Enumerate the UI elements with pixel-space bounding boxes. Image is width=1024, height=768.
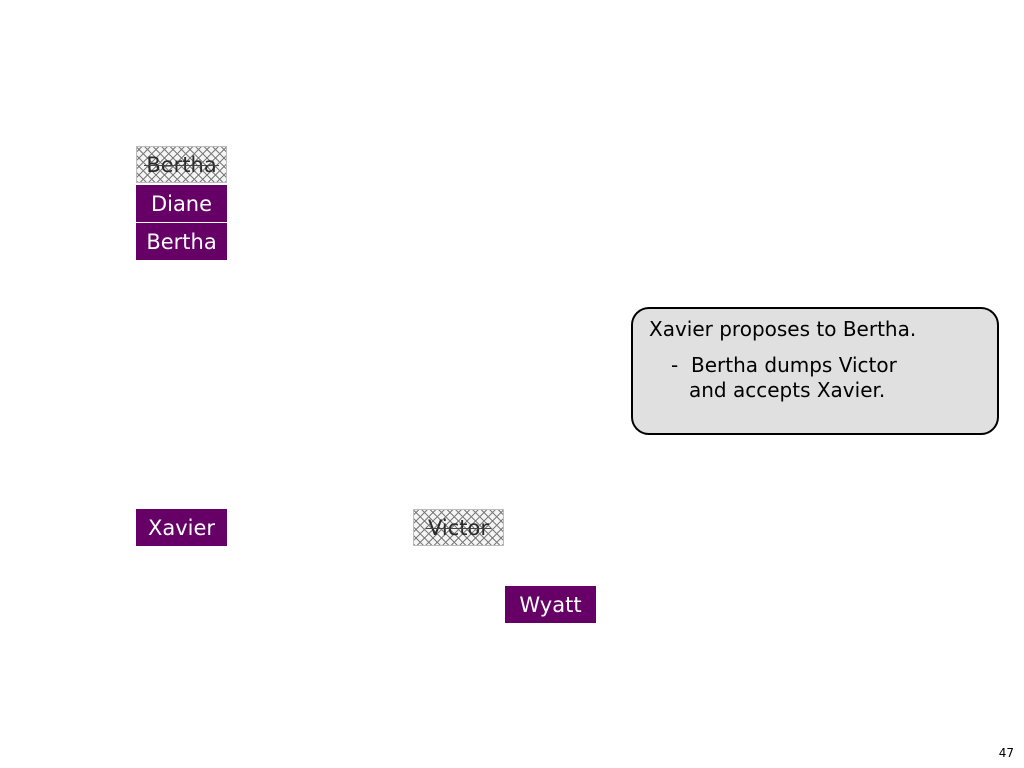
callout-line-dumps: Bertha dumps Victor <box>691 353 897 377</box>
man-label-xavier: Xavier <box>147 515 216 540</box>
callout-box: Xavier proposes to Bertha. - Bertha dump… <box>631 307 999 435</box>
man-box-wyatt: Wyatt <box>505 586 596 623</box>
callout-bullet-dash: - <box>671 353 679 377</box>
preference-label-bertha-crossed: Bertha <box>144 152 220 177</box>
preference-box-bertha-crossed: Bertha <box>136 146 227 183</box>
callout-line-proposal: Xavier proposes to Bertha. <box>649 317 917 341</box>
man-label-wyatt: Wyatt <box>519 592 582 617</box>
preference-label-diane: Diane <box>150 191 213 216</box>
page-number: 47 <box>998 746 1014 760</box>
preference-label-bertha: Bertha <box>146 229 217 254</box>
man-label-victor-crossed: Victor <box>425 515 492 540</box>
preference-box-diane: Diane <box>136 185 227 222</box>
man-box-victor-crossed: Victor <box>413 509 504 546</box>
man-box-xavier: Xavier <box>136 509 227 546</box>
preference-box-bertha: Bertha <box>136 223 227 260</box>
callout-line-accepts: and accepts Xavier. <box>689 378 886 402</box>
